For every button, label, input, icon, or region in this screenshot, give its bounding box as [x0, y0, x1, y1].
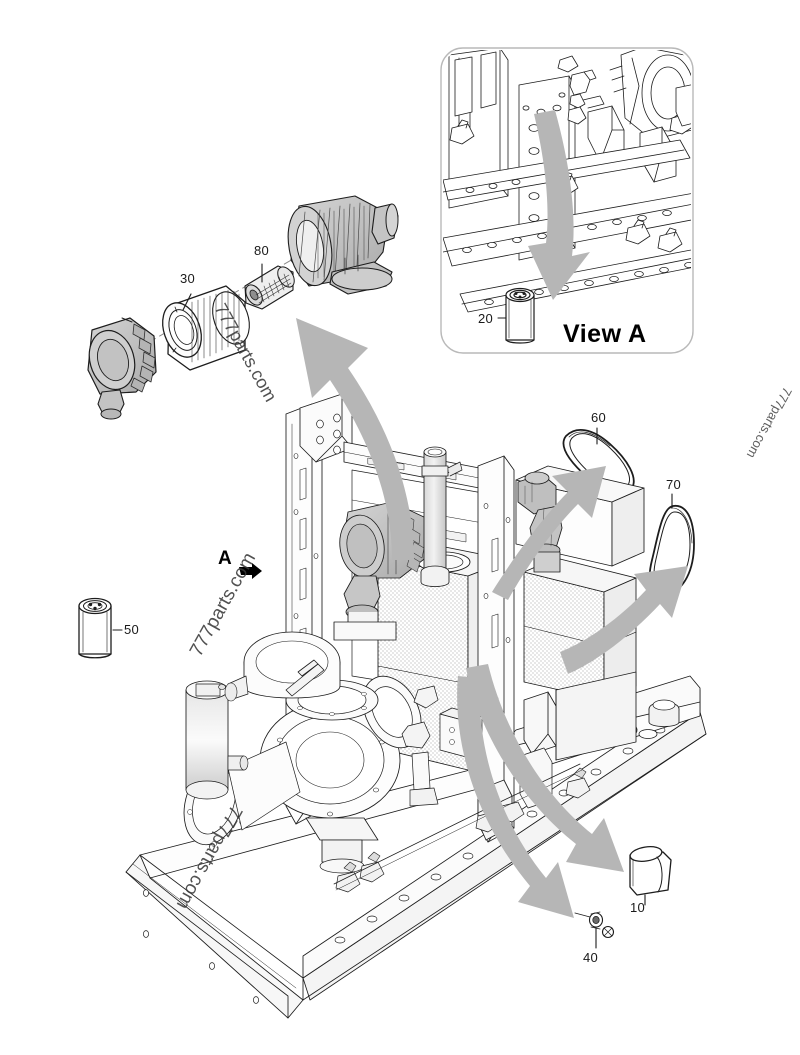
callout-leaders	[182, 263, 263, 311]
section-arrow-icon	[239, 563, 262, 579]
callout-30: 30	[180, 271, 196, 286]
part-80-safety-element	[244, 265, 295, 310]
assembly-arrows	[296, 318, 688, 918]
air-cleaner-body	[287, 195, 399, 295]
section-marker-a: A	[218, 548, 232, 569]
arrow-to-air-cleaner-icon	[296, 318, 414, 560]
assembly-axis	[117, 231, 341, 361]
callout-10: 10	[630, 900, 646, 915]
arrow-to-plug-40-icon	[457, 676, 574, 918]
view-a-contents	[443, 50, 691, 344]
part-10-filter-canister	[629, 845, 672, 896]
callout-60: 60	[591, 410, 607, 425]
arrow-to-canister-10-icon	[466, 664, 624, 872]
arrow-to-belt-70-icon	[560, 566, 688, 674]
machine-assembly	[125, 393, 707, 1019]
callout-80: 80	[254, 243, 270, 258]
callout-70: 70	[666, 477, 682, 492]
exhaust-stack	[420, 446, 463, 587]
part-20-filter-canister	[505, 287, 535, 344]
callout-40: 40	[583, 950, 599, 965]
air-cleaner-cap	[87, 317, 157, 420]
pump-assembly	[183, 631, 439, 874]
callout-20: 20	[478, 311, 494, 326]
callout-50: 50	[124, 622, 140, 637]
part-40-plug-and-seal	[574, 911, 615, 949]
view-a-title: View A	[563, 320, 647, 348]
part-50-oil-filter	[78, 597, 112, 659]
part-30-air-filter-element	[162, 285, 250, 371]
arrow-to-belt-60-icon	[492, 466, 606, 600]
view-a-arrow-icon	[528, 110, 590, 300]
